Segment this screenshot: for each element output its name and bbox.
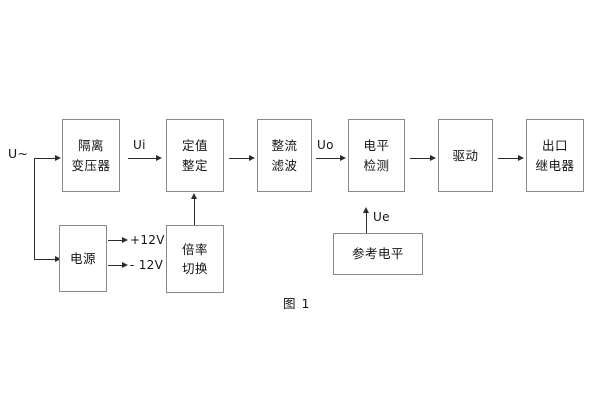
arrow-level-detect-to-driver	[430, 154, 436, 161]
block-setting-adjust-line1: 定值	[181, 138, 208, 154]
line-level-detect-to-driver	[410, 158, 432, 159]
block-output-relay-line2: 继电器	[535, 157, 575, 173]
line-transformer-to-setting	[128, 158, 158, 159]
input-source-label: U~	[8, 146, 29, 161]
block-power-supply[interactable]: 电源	[59, 225, 107, 292]
figure-caption: 图 1	[283, 296, 311, 311]
block-driver-line1: 驱动	[452, 147, 479, 163]
arrow-rail-negative	[122, 261, 128, 268]
line-rail-positive	[108, 240, 124, 241]
arrow-input-to-power-supply	[55, 255, 61, 262]
block-setting-adjust-line2: 整定	[181, 157, 208, 173]
block-output-relay-line1: 出口	[541, 138, 568, 154]
arrow-setting-to-rectify	[249, 154, 255, 161]
block-level-detect-line1: 电平	[363, 138, 390, 154]
line-rail-negative	[108, 265, 124, 266]
block-isolation-transformer[interactable]: 隔离 变压器	[62, 119, 120, 192]
arrow-rectify-to-level-detect	[340, 154, 346, 161]
line-input-to-transformer	[34, 158, 56, 159]
signal-label-ue: Ue	[373, 210, 390, 224]
block-rectify-filter-line2: 滤波	[271, 157, 298, 173]
signal-label-uo: Uo	[317, 138, 334, 152]
block-ratio-switch[interactable]: 倍率 切换	[166, 225, 224, 293]
arrow-transformer-to-setting	[156, 154, 162, 161]
arrow-ratio-switch-to-setting	[190, 193, 197, 199]
line-driver-to-output-relay	[498, 158, 520, 159]
block-rectify-filter-line1: 整流	[271, 138, 298, 154]
block-driver[interactable]: 驱动	[438, 119, 493, 192]
block-rectify-filter[interactable]: 整流 滤波	[257, 119, 312, 192]
line-setting-to-rectify	[229, 158, 251, 159]
line-input-to-power-supply	[34, 259, 56, 260]
block-setting-adjust[interactable]: 定值 整定	[166, 119, 224, 192]
line-rectify-to-level-detect	[316, 158, 342, 159]
block-isolation-transformer-line2: 变压器	[71, 157, 111, 173]
block-power-supply-line1: 电源	[69, 250, 96, 266]
line-ratio-switch-to-setting	[194, 199, 195, 225]
block-ratio-switch-line1: 倍率	[181, 241, 208, 257]
block-level-detect[interactable]: 电平 检测	[348, 119, 405, 192]
line-reference-to-level-detect	[366, 213, 367, 233]
block-level-detect-line2: 检测	[363, 157, 390, 173]
arrow-reference-to-level-detect	[362, 207, 369, 213]
arrow-driver-to-output-relay	[518, 154, 524, 161]
rail-negative-label: - 12V	[130, 258, 164, 272]
block-ratio-switch-line2: 切换	[181, 261, 208, 276]
block-isolation-transformer-line1: 隔离	[77, 138, 104, 154]
block-reference-level-line1: 参考电平	[351, 246, 404, 262]
signal-label-ui: Ui	[133, 138, 146, 152]
input-branch-vertical-line	[34, 158, 35, 259]
block-output-relay[interactable]: 出口 继电器	[526, 119, 584, 192]
rail-positive-label: +12V	[130, 233, 165, 247]
arrow-input-to-transformer	[55, 154, 61, 161]
arrow-rail-positive	[122, 236, 128, 243]
block-reference-level[interactable]: 参考电平	[333, 233, 423, 275]
